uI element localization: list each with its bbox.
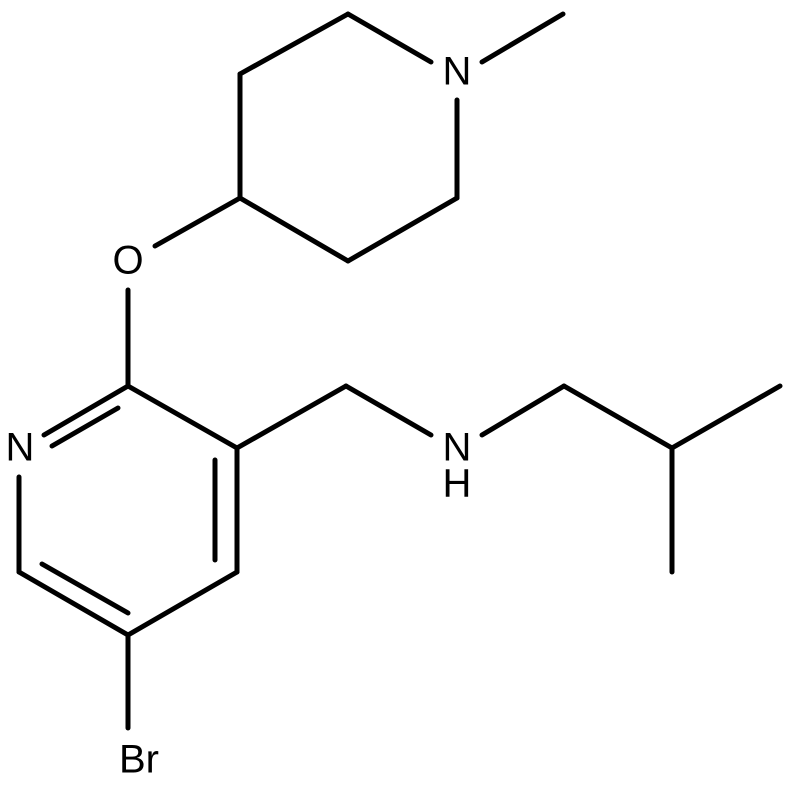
bond-piperidine-c4-c5: [237, 195, 351, 264]
bond-piperidine-c2-c3: [237, 11, 351, 77]
bond-pyridine-c2-n: [41, 383, 131, 438]
bond-c4-o: [152, 195, 243, 249]
bond-pyridine-c6-c5: [16, 569, 131, 638]
bond-piperidine-c5-c6: [345, 195, 460, 264]
bond-ch2-ch: [561, 383, 675, 451]
piperidine-nitrogen-label: N: [443, 50, 472, 94]
bond-pyridine-c2-n-double: [49, 405, 121, 449]
bond-nh-ch2: [479, 383, 567, 438]
bond-n-methyl: [479, 11, 566, 65]
pyridine-nitrogen-label: N: [6, 426, 35, 470]
bond-piperidine-n-c2: [345, 11, 434, 65]
amine-nitrogen-label: N: [443, 426, 472, 470]
bromine-label: Br: [119, 738, 159, 782]
bond-pyridine-c5-c4: [125, 569, 240, 638]
bond-c3-ch2: [234, 383, 349, 451]
bond-pyridine-c3-c2: [125, 383, 240, 451]
amine-hydrogen-label: H: [443, 462, 472, 506]
ether-oxygen-label: O: [112, 239, 143, 283]
bond-ch2-nh: [343, 383, 434, 438]
bond-pyridine-c6-c5-double: [39, 561, 131, 616]
atom-labels: N O N N H Br: [6, 50, 472, 782]
bond-ch-methyl-up: [669, 383, 783, 451]
bond-lines: [16, 11, 783, 731]
